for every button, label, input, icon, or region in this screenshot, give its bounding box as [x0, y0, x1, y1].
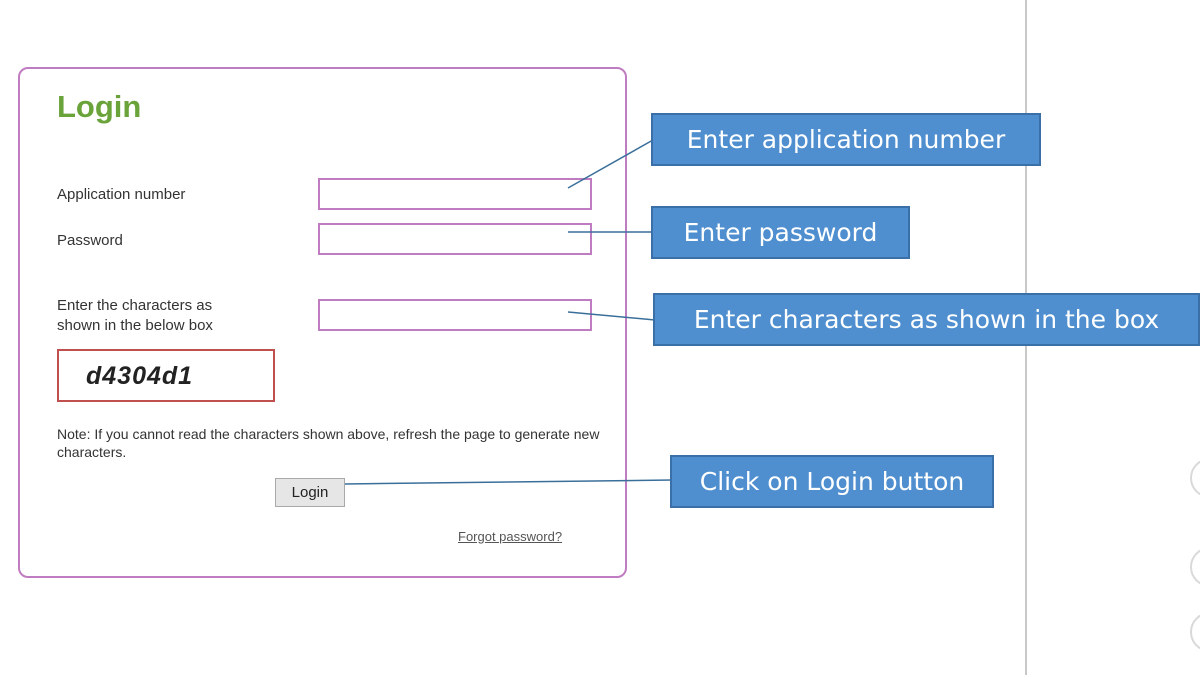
edge-circle-button[interactable] [1190, 458, 1200, 498]
callout-click-login: Click on Login button [670, 455, 994, 508]
callout-enter-captcha: Enter characters as shown in the box [653, 293, 1200, 346]
application-number-input[interactable] [318, 178, 592, 210]
forgot-password-link[interactable]: Forgot password? [458, 529, 563, 544]
callout-enter-password: Enter password [651, 206, 910, 259]
login-title: Login [57, 89, 142, 124]
password-label: Password [57, 232, 123, 249]
captcha-label-line1: Enter the characters as [57, 297, 213, 314]
captcha-code: d4304d1 [86, 362, 194, 390]
captcha-note: Note: If you cannot read the characters … [57, 426, 600, 460]
captcha-input[interactable] [318, 299, 592, 331]
password-input[interactable] [318, 223, 592, 255]
edge-circle-button[interactable] [1190, 547, 1200, 587]
captcha-box: d4304d1 [57, 349, 275, 402]
login-button[interactable]: Login [275, 478, 345, 507]
callout-enter-application-number: Enter application number [651, 113, 1041, 166]
application-number-label: Application number [57, 186, 186, 203]
captcha-label-line2: shown in the below box [57, 317, 213, 334]
edge-circle-button[interactable] [1190, 612, 1200, 652]
